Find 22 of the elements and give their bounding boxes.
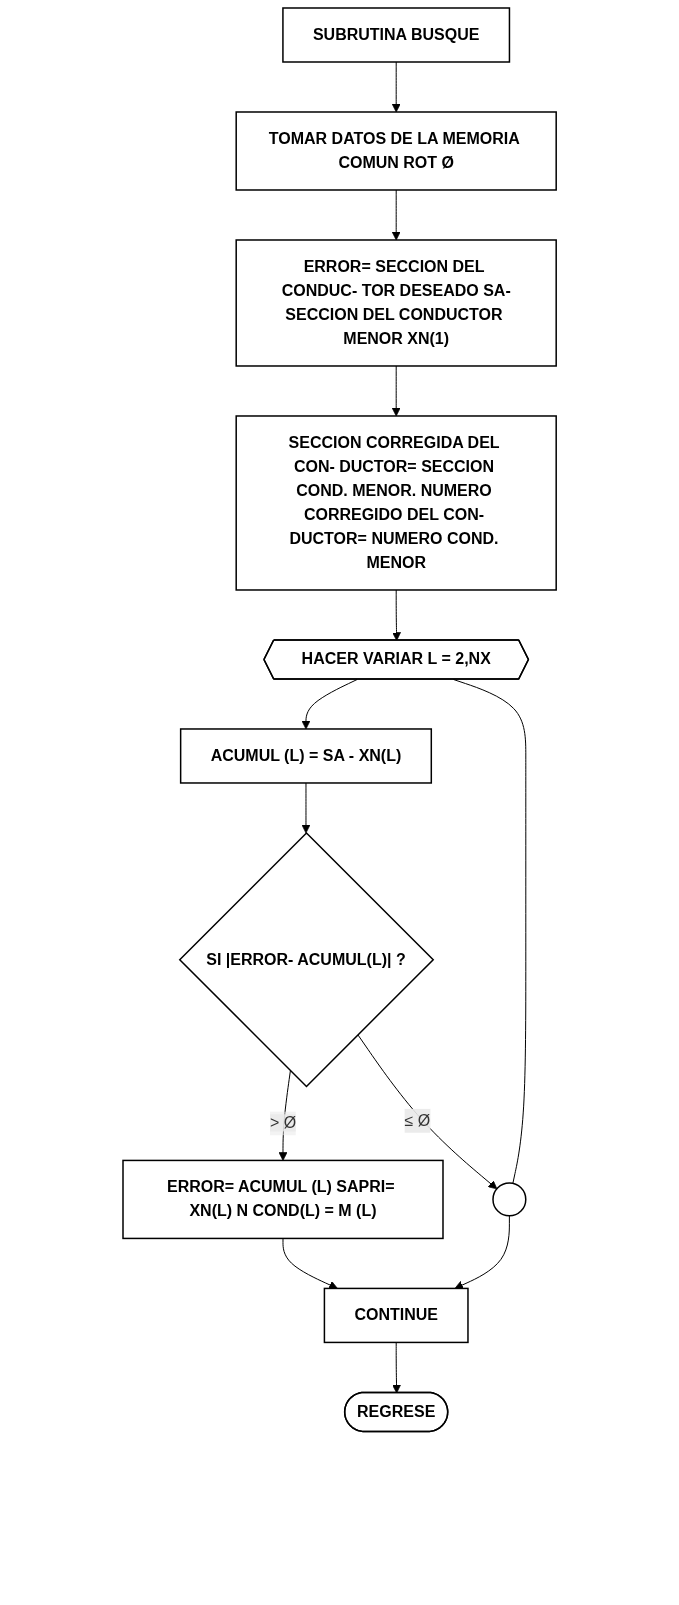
- node-box: ACUMUL (L) = SA - XN(L): [179, 728, 432, 784]
- arrow: [454, 1215, 510, 1290]
- arrow: [392, 589, 401, 641]
- arrow: [391, 365, 401, 417]
- node-box: CONTINUE: [323, 1287, 469, 1344]
- arrow: [392, 1341, 401, 1394]
- node-box: SUBRUTINA BUSQUE: [282, 7, 511, 63]
- node-box: ERROR= SECCION DEL CONDUC- TOR DESEADO SA-SECCION DEL CONDUCTOR MENOR XN(1): [235, 239, 557, 367]
- edge-label: ≤ Ø: [404, 1111, 431, 1129]
- node-diamond: SI |ERROR- ACUMUL(L)| ?: [178, 831, 435, 1088]
- arrow: [391, 61, 401, 113]
- node-box: ERROR= ACUMUL (L) SAPRI= XN(L) N COND(L) = M (L): [122, 1159, 444, 1240]
- connector: [452, 679, 527, 1184]
- arrow: [391, 189, 401, 241]
- node-box: SECCION CORREGIDA DEL CON- DUCTOR= SECCION COND. MENOR. NUMERO CORREGIDO DEL CON- DUCTOR= NUMERO COND. MENOR: [235, 415, 557, 591]
- edge-label: > Ø: [269, 1114, 297, 1132]
- node-circle: [492, 1182, 527, 1217]
- arrow: [301, 679, 358, 730]
- arrow: [301, 782, 311, 834]
- arrow: [282, 1237, 338, 1290]
- node-box: TOMAR DATOS DE LA MEMORIA COMUN ROT Ø: [235, 111, 557, 191]
- arrow: [357, 1034, 498, 1190]
